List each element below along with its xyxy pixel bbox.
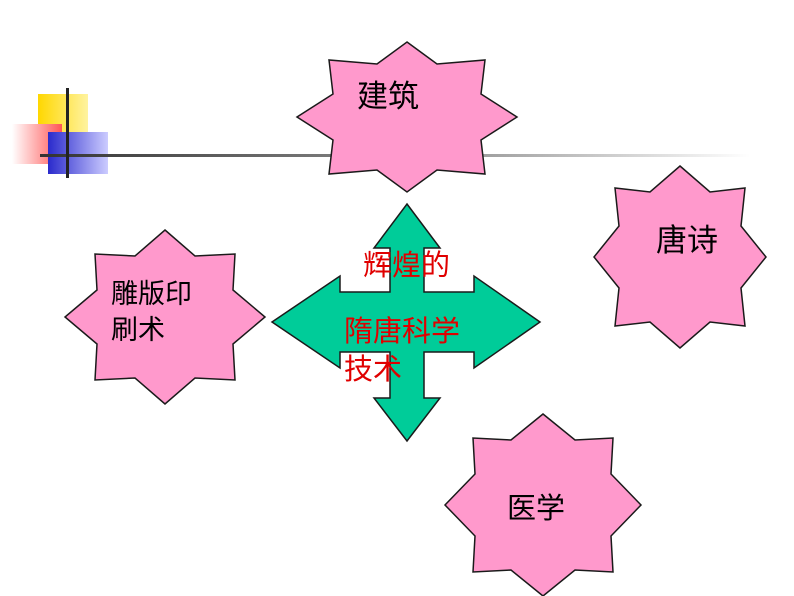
center-title-line2: 隋唐科学: [344, 314, 461, 348]
star-tang-poetry-label: 唐诗: [656, 223, 718, 259]
four-way-arrow-shape: [270, 202, 542, 443]
star-tang-poetry-shape: [593, 165, 767, 349]
star-printing-polygon: [63, 229, 267, 405]
star-medicine-label: 医学: [507, 491, 566, 525]
center-title-line1: 辉煌的: [363, 248, 451, 282]
star-tang-poetry: 唐诗: [593, 165, 767, 349]
star-tang-poetry-polygon: [593, 165, 767, 349]
deco-vertical-line: [66, 88, 69, 178]
star-medicine: 医学: [443, 413, 643, 596]
star-architecture-shape: [295, 41, 519, 193]
deco-blue-square: [48, 132, 108, 174]
star-medicine-shape: [443, 413, 643, 596]
star-printing-label-line2: 刷术: [111, 315, 165, 346]
star-architecture-polygon: [295, 41, 519, 193]
star-architecture: 建筑: [295, 41, 519, 193]
star-architecture-label: 建筑: [357, 79, 419, 115]
center-title-line3: 技术: [344, 352, 403, 386]
star-printing-label-line1: 雕版印: [111, 279, 192, 310]
star-printing: 雕版印 刷术: [63, 229, 267, 405]
star-medicine-polygon: [443, 413, 643, 596]
star-printing-shape: [63, 229, 267, 405]
